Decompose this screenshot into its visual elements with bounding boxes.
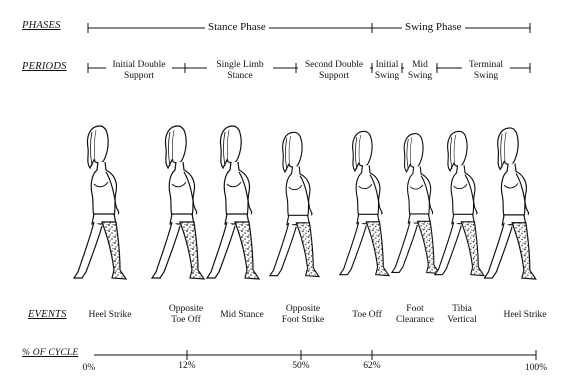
period-line2: Swing [404,71,436,82]
period-line2: Stance [207,71,273,82]
walker-figure [270,132,319,276]
walker-figure [340,131,389,275]
cycle-tick-62: 62% [357,361,387,372]
cycle-timeline [94,350,536,360]
event-opposite-foot-strike: Opposite Foot Strike [272,304,334,326]
event-tibia-vertical: Tibia Vertical [440,304,484,326]
event-opposite-toe-off: Opposite Toe Off [156,304,216,326]
period-line1: Mid [404,60,436,71]
phase-label-swing: Swing Phase [402,21,465,33]
period-line1: Terminal [462,60,510,71]
event-line1: Foot [392,304,438,315]
event-line1: Opposite [156,304,216,315]
event-line1: Mid Stance [212,310,272,321]
event-heel-strike-start: Heel Strike [80,310,140,321]
event-line2: Toe Off [156,315,216,326]
event-line1: Toe Off [342,310,392,321]
event-line1: Tibia [440,304,484,315]
event-line2: Foot Strike [272,315,334,326]
cycle-tick-12: 12% [172,361,202,372]
walker-figure [435,131,484,275]
period-terminal-swing: Terminal Swing [462,60,510,82]
event-line1: Heel Strike [80,310,140,321]
period-second-double-support: Second Double Support [298,60,370,82]
event-line2: Vertical [440,315,484,326]
period-line1: Initial Double [106,60,172,71]
period-line2: Support [106,71,172,82]
period-line1: Initial [373,60,401,71]
walker-figure [74,126,126,279]
phase-label-stance: Stance Phase [205,21,269,33]
walker-figure [484,128,535,279]
event-line1: Opposite [272,304,334,315]
event-line2: Clearance [392,315,438,326]
period-line1: Second Double [298,60,370,71]
period-initial-double-support: Initial Double Support [106,60,172,82]
walker-figure [152,126,204,279]
period-line2: Support [298,71,370,82]
period-line1: Single Limb [207,60,273,71]
period-line2: Swing [373,71,401,82]
event-line1: Heel Strike [496,310,554,321]
period-initial-swing: Initial Swing [373,60,401,82]
walker-figure [207,126,259,279]
walker-figure [392,134,440,274]
walking-figures [74,126,536,279]
event-mid-stance: Mid Stance [212,310,272,321]
cycle-tick-50: 50% [286,361,316,372]
period-line2: Swing [462,71,510,82]
cycle-tick-100: 100% [520,363,552,374]
period-mid-swing: Mid Swing [404,60,436,82]
event-toe-off: Toe Off [342,310,392,321]
cycle-tick-0: 0% [74,363,104,374]
event-foot-clearance: Foot Clearance [392,304,438,326]
event-heel-strike-end: Heel Strike [496,310,554,321]
period-single-limb-stance: Single Limb Stance [207,60,273,82]
